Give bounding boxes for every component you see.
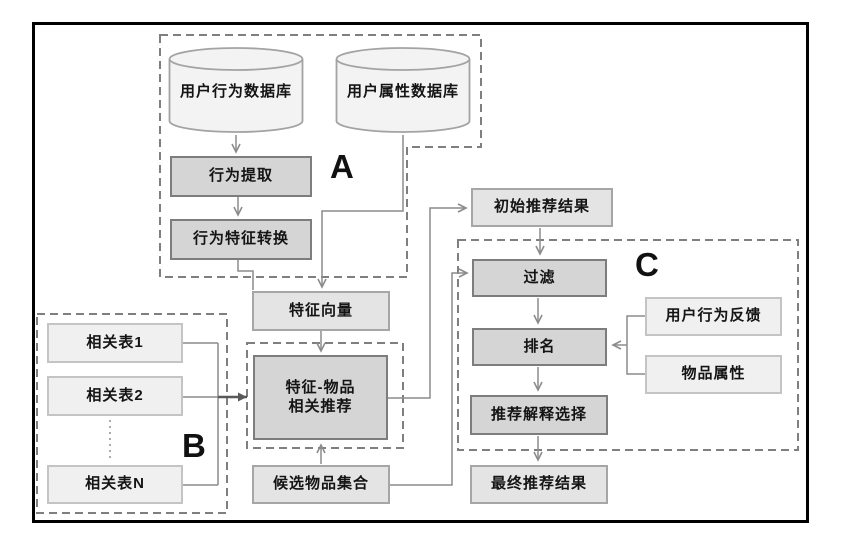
node-feature-vector: 特征向量 bbox=[252, 291, 390, 331]
node-related-table-2: 相关表2 bbox=[47, 376, 183, 416]
node-related-table-n: 相关表N bbox=[47, 465, 183, 504]
node-initial-result: 初始推荐结果 bbox=[471, 188, 613, 227]
line-feedback-bracket bbox=[626, 315, 645, 375]
node-label: 相关表1 bbox=[86, 333, 144, 351]
line-convert-to-featurevector bbox=[237, 260, 254, 290]
node-related-table-1: 相关表1 bbox=[47, 323, 183, 363]
node-explanation-select: 推荐解释选择 bbox=[470, 395, 608, 435]
node-label: 用户行为反馈 bbox=[665, 307, 762, 325]
node-label: 用户属性数据库 bbox=[346, 82, 459, 100]
arrow-candidates-to-filter bbox=[390, 268, 469, 486]
section-c-outline bbox=[457, 239, 799, 451]
node-filter: 过滤 bbox=[472, 259, 607, 297]
node-candidate-items: 候选物品集合 bbox=[252, 465, 390, 504]
section-b-outline bbox=[36, 313, 228, 514]
node-label: 物品属性 bbox=[681, 365, 746, 383]
node-label: 行为提取 bbox=[208, 167, 273, 185]
node-label: 相关表2 bbox=[86, 386, 144, 404]
node-label: 用户行为数据库 bbox=[179, 82, 292, 100]
node-behavior-extract: 行为提取 bbox=[170, 156, 312, 197]
node-label: 最终推荐结果 bbox=[490, 475, 587, 493]
node-final-result: 最终推荐结果 bbox=[470, 465, 608, 504]
node-label: 相关表N bbox=[85, 475, 145, 493]
section-label-b: B bbox=[182, 427, 206, 464]
node-label: 特征向量 bbox=[288, 301, 353, 319]
node-behavior-feature-convert: 行为特征转换 bbox=[170, 219, 312, 260]
node-feature-item-rec: 特征-物品 相关推荐 bbox=[253, 355, 388, 440]
node-label-line2: 相关推荐 bbox=[288, 397, 353, 415]
outer-frame bbox=[32, 22, 809, 523]
node-item-attributes: 物品属性 bbox=[645, 355, 782, 394]
database-cylinder-icon bbox=[335, 47, 471, 133]
section-label-c: C bbox=[635, 246, 659, 283]
section-a-outline bbox=[159, 34, 482, 278]
database-cylinder-icon bbox=[168, 47, 304, 133]
node-label-line1: 特征-物品 bbox=[285, 378, 356, 396]
node-label: 推荐解释选择 bbox=[490, 405, 587, 423]
section-label-a: A bbox=[330, 148, 354, 185]
node-ranking: 排名 bbox=[472, 328, 607, 366]
node-label: 行为特征转换 bbox=[192, 230, 289, 248]
node-label: 初始推荐结果 bbox=[493, 198, 590, 216]
node-label: 排名 bbox=[523, 337, 556, 355]
arrow-featureitem-to-initialresult bbox=[388, 203, 468, 399]
node-user-behavior-db: 用户行为数据库 bbox=[168, 46, 304, 134]
node-user-feedback: 用户行为反馈 bbox=[645, 297, 782, 336]
node-user-attr-db: 用户属性数据库 bbox=[335, 46, 471, 134]
node-label: 候选物品集合 bbox=[272, 475, 369, 493]
node-label: 过滤 bbox=[523, 268, 556, 286]
arrow-attrdb-to-featurevector bbox=[317, 135, 404, 289]
